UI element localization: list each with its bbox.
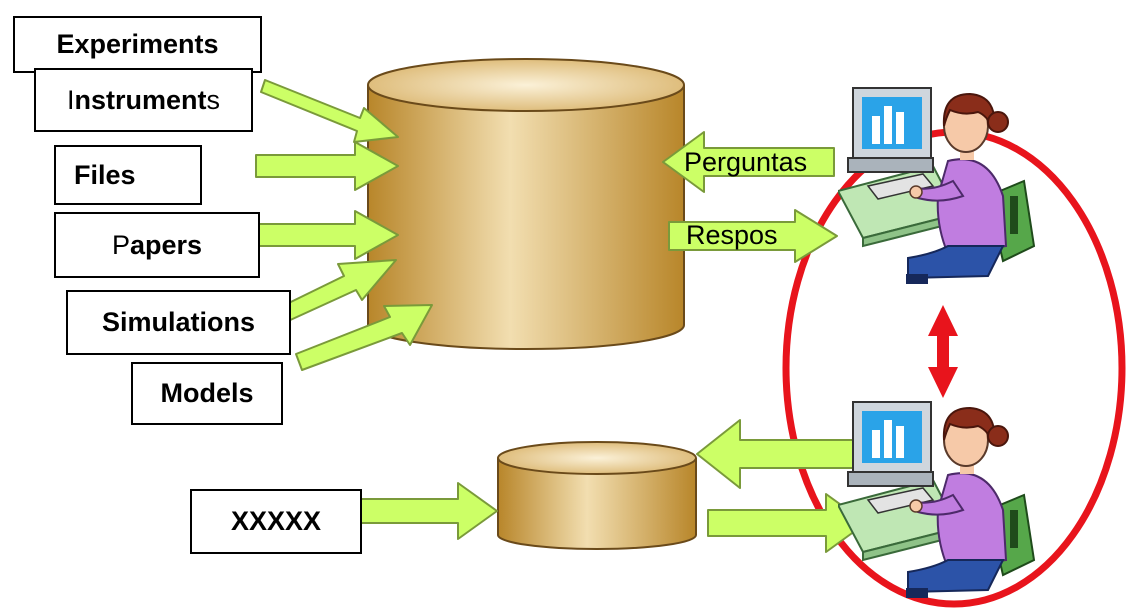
arrow-files	[255, 141, 399, 191]
arrow-from-secondary-to-user	[707, 493, 867, 553]
label-models: Models	[131, 362, 283, 425]
double-arrow	[928, 305, 958, 398]
arrow-experiments	[260, 79, 399, 143]
label-simulations: Simulations	[66, 290, 291, 355]
secondary-database-cylinder	[497, 441, 697, 550]
label-xxxxx: XXXXX	[190, 489, 362, 554]
main-database-cylinder	[367, 58, 685, 350]
arrow-models	[295, 304, 433, 371]
answers-text: Respos	[686, 220, 778, 250]
arrow-to-secondary-from-user	[696, 419, 871, 489]
questions-text: Perguntas	[684, 147, 808, 177]
label-files: Files	[54, 145, 202, 205]
label-experiments: Experiments	[13, 16, 262, 73]
arrow-xxxxx	[359, 482, 498, 540]
arrow-answers	[668, 209, 838, 263]
user-top-icon	[838, 87, 1035, 285]
arrow-questions	[662, 131, 835, 193]
arrow-papers	[255, 210, 399, 260]
